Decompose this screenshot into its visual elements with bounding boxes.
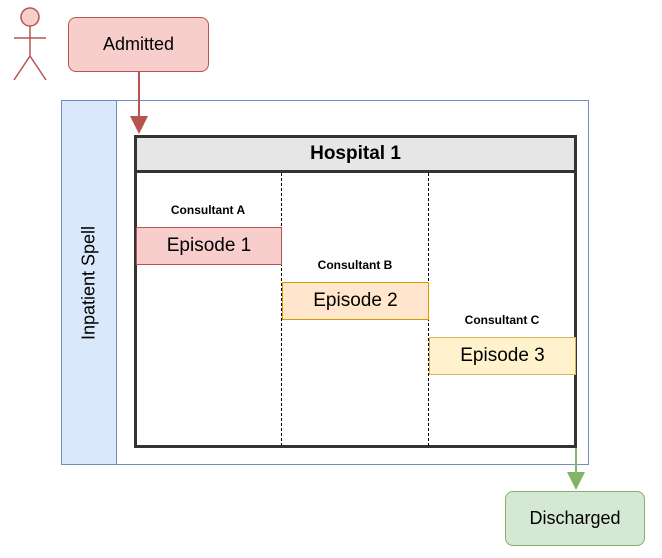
consultant-a-label: Consultant A <box>170 203 246 217</box>
hospital-header: Hospital 1 <box>134 135 577 173</box>
episode-1-box: Episode 1 <box>136 227 282 265</box>
consultant-c-label: Consultant C <box>464 313 540 327</box>
hospital-title: Hospital 1 <box>310 143 401 164</box>
inpatient-spell-band: Inpatient Spell <box>61 100 117 465</box>
episode-2-label: Episode 2 <box>313 290 398 311</box>
discharged-label: Discharged <box>529 508 621 528</box>
discharged-node: Discharged <box>505 491 645 546</box>
discharged-arrowhead <box>567 472 585 490</box>
episode-3-box: Episode 3 <box>429 337 576 375</box>
episode-1-label: Episode 1 <box>166 235 252 256</box>
person-icon <box>13 7 47 81</box>
admitted-node: Admitted <box>68 17 209 72</box>
admitted-label: Admitted <box>102 34 175 54</box>
consultant-b-label: Consultant B <box>317 258 393 272</box>
episode-3-label: Episode 3 <box>460 345 545 366</box>
episode-2-box: Episode 2 <box>282 282 429 320</box>
inpatient-spell-label: Inpatient Spell <box>78 225 99 340</box>
lane-divider <box>281 173 282 446</box>
